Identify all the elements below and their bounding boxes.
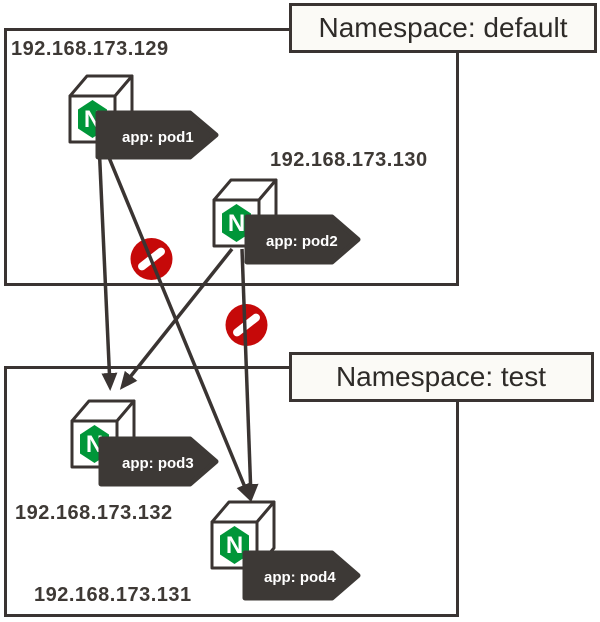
pod1-tag-shape	[95, 110, 219, 160]
pod4-tag: app: pod4	[242, 550, 361, 601]
nginx-letter: N	[226, 532, 243, 559]
namespace-test-title: Namespace: test	[289, 352, 594, 402]
ip-label-node-130: 192.168.173.130	[270, 149, 428, 171]
ip-label-node-132: 192.168.173.132	[15, 502, 173, 524]
namespace-default-box	[4, 28, 459, 286]
namespace-test-title-box	[289, 352, 594, 402]
pod1-tag: app: pod1	[95, 110, 219, 160]
arrow-pod1-to-pod3	[97, 142, 118, 391]
arrow-pod2-to-pod3	[119, 247, 234, 390]
arrow-pod2-to-pod4	[240, 248, 259, 502]
namespace-default-title-box	[289, 3, 597, 53]
namespace-default-title: Namespace: default	[289, 3, 597, 53]
pod3-tag: app: pod3	[98, 436, 219, 487]
nginx-logo-icon	[220, 526, 249, 564]
pod2-tag: app: pod2	[244, 214, 361, 265]
pod1-tag-label: app: pod1	[122, 129, 194, 146]
namespace-default-title-text: Namespace: default	[318, 12, 567, 43]
ip-label-node-129: 192.168.173.129	[11, 38, 169, 60]
ip-label-node-131: 192.168.173.131	[34, 584, 192, 606]
pod3-tag-shape	[98, 436, 219, 487]
pod3-cube: N	[70, 399, 136, 469]
nginx-logo-icon	[222, 204, 251, 242]
nginx-letter: N	[228, 210, 245, 237]
pod2-tag-shape	[244, 214, 361, 265]
namespace-test-box	[4, 366, 459, 617]
pod4-tag-label: app: pod4	[264, 569, 336, 586]
pod4-tag-shape	[242, 550, 361, 601]
pod3-tag-label: app: pod3	[122, 455, 194, 472]
pod2-tag-label: app: pod2	[266, 233, 338, 250]
namespace-test-title-text: Namespace: test	[336, 361, 546, 392]
